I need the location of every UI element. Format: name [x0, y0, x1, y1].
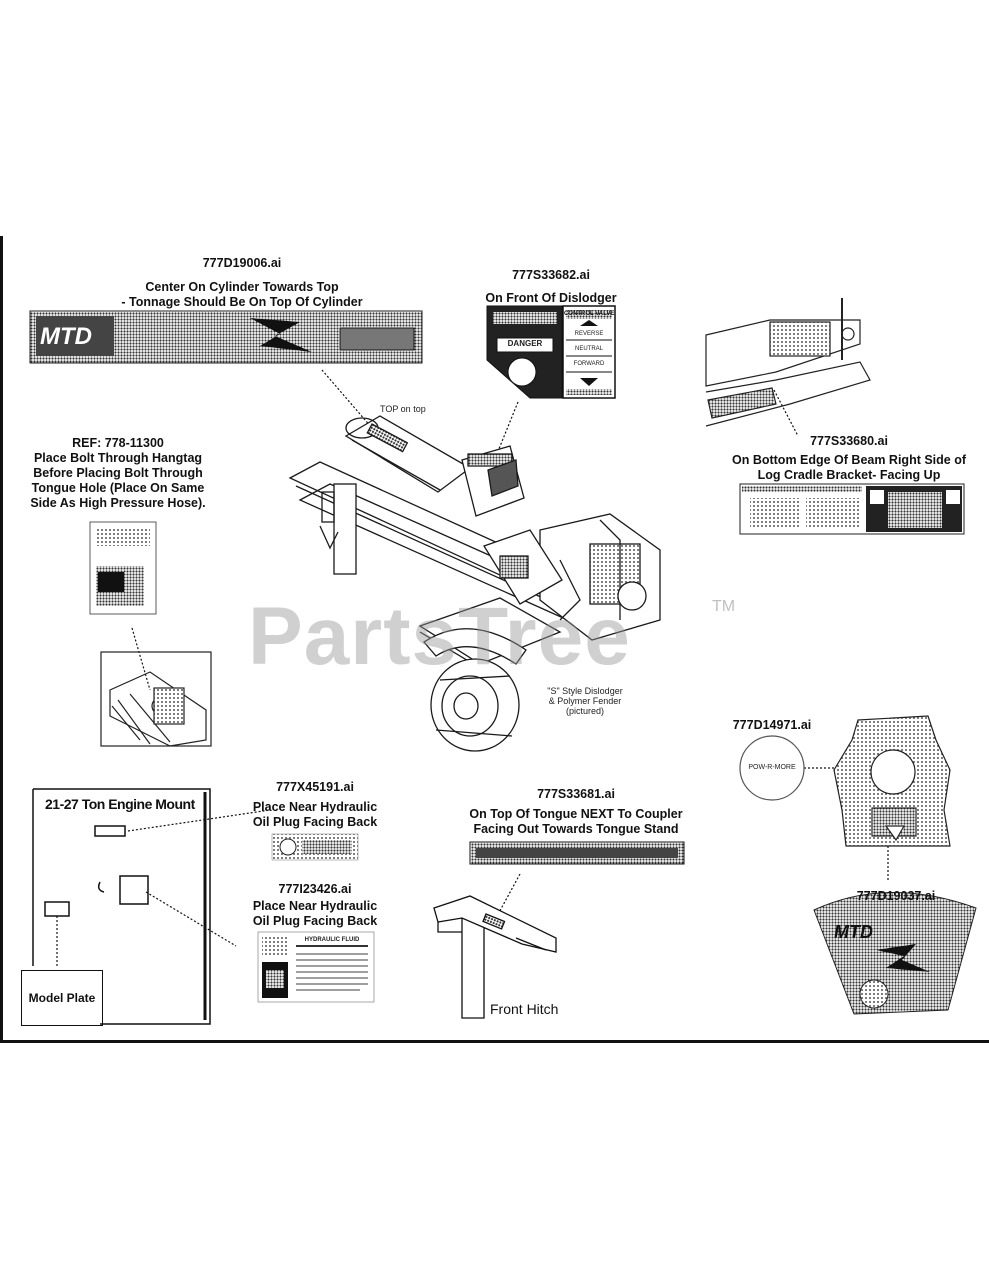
decal-23426-image	[257, 931, 375, 1003]
note-line: "S" Style Dislodger	[547, 686, 623, 696]
engine-mount-title: 21-27 Ton Engine Mount	[45, 796, 195, 812]
frame-left-border	[0, 236, 3, 1042]
label-ref-11300: REF: 778-11300 Place Bolt Through Hangta…	[28, 436, 208, 511]
part-code: 777X45191.ai	[276, 780, 354, 794]
part-code: 777D19006.ai	[202, 256, 282, 270]
decal-45191-image	[271, 833, 359, 861]
decal-hydraulic-fluid-text: HYDRAULIC FLUID	[304, 937, 360, 943]
instruction-line: Place Bolt Through Hangtag	[33, 451, 203, 465]
mtd-logo-text: MTD	[40, 323, 92, 350]
label-decal-33681: 777S33681.ai On Top Of Tongue NEXT To Co…	[456, 787, 696, 837]
decal-control-valve-text: CONTROL VALVE	[564, 311, 615, 317]
instruction-line: Tongue Hole (Place On Same	[31, 481, 205, 495]
top-on-top-note: TOP on top	[380, 404, 426, 414]
part-code: 777D14971.ai	[732, 718, 812, 732]
instruction-line: Place Near Hydraulic	[252, 800, 378, 814]
instruction-line: Facing Out Towards Tongue Stand	[473, 822, 679, 836]
instruction-line: Oil Plug Facing Back	[252, 815, 378, 829]
instruction-line: Before Placing Bolt Through	[33, 466, 203, 480]
decal-14971-image	[739, 735, 805, 801]
instruction-line: On Front Of Dislodger	[485, 291, 617, 305]
engine-drawing	[833, 715, 951, 847]
front-hitch-label: Front Hitch	[490, 1001, 559, 1017]
decal-forward-text: FORWARD	[573, 361, 605, 367]
part-code: 777S33682.ai	[512, 268, 590, 282]
label-decal-19037: 777D19037.ai	[846, 889, 946, 904]
part-code: 777I23426.ai	[278, 882, 352, 896]
instruction-line: Center On Cylinder Towards Top	[145, 280, 339, 294]
partstree-watermark: PartsTree	[248, 591, 631, 682]
note-line: & Polymer Fender	[548, 696, 622, 706]
part-code: REF: 778-11300	[72, 436, 164, 450]
decal-neutral-text: NEUTRAL	[574, 346, 603, 352]
part-code: 777S33680.ai	[810, 434, 888, 448]
engine-mount-diagram	[32, 788, 211, 1025]
beam-inset-image	[705, 298, 871, 427]
model-plate-label: Model Plate	[21, 970, 103, 1026]
label-decal-19006: 777D19006.ai Center On Cylinder Towards …	[118, 256, 366, 310]
instruction-line: On Bottom Edge Of Beam Right Side of	[731, 453, 967, 467]
log-splitter-drawing	[288, 415, 661, 752]
instruction-line: On Top Of Tongue NEXT To Coupler	[469, 807, 683, 821]
label-decal-23426: 777I23426.ai Place Near Hydraulic Oil Pl…	[240, 882, 390, 929]
decal-pow-r-more-text: POW-R-MORE	[748, 764, 796, 771]
instruction-line: Side As High Pressure Hose).	[30, 496, 206, 510]
label-decal-45191: 777X45191.ai Place Near Hydraulic Oil Pl…	[240, 780, 390, 830]
label-decal-33682: 777S33682.ai On Front Of Dislodger	[478, 268, 624, 306]
part-code: 777D19037.ai	[856, 889, 936, 903]
label-decal-33680: 777S33680.ai On Bottom Edge Of Beam Righ…	[724, 434, 974, 483]
frame-bottom-border	[0, 1040, 989, 1043]
decal-19006-image: MTD	[29, 310, 423, 364]
mtd-logo-text-shield: MTD	[834, 922, 873, 942]
decal-19037-image: MTD	[813, 892, 977, 1015]
instruction-line: Oil Plug Facing Back	[252, 914, 378, 928]
front-hitch-drawing	[433, 895, 557, 1019]
trademark-symbol: TM	[712, 598, 736, 615]
hangtag-inset-image	[100, 651, 212, 747]
label-decal-14971: 777D14971.ai	[722, 718, 822, 733]
dislodger-note: "S" Style Dislodger & Polymer Fender (pi…	[540, 686, 630, 716]
part-code: 777S33681.ai	[537, 787, 615, 801]
instruction-line: - Tonnage Should Be On Top Of Cylinder	[121, 295, 363, 309]
instruction-line: Log Cradle Bracket- Facing Up	[757, 468, 941, 482]
instruction-line: Place Near Hydraulic	[252, 899, 378, 913]
note-line: (pictured)	[565, 706, 604, 716]
decal-33680-image	[739, 483, 965, 535]
decal-reverse-text: REVERSE	[574, 331, 604, 337]
decal-33682-image	[486, 305, 616, 399]
decal-33681-image	[469, 841, 685, 865]
decal-danger-text: DANGER	[507, 339, 543, 348]
hangtag-image	[89, 521, 157, 615]
